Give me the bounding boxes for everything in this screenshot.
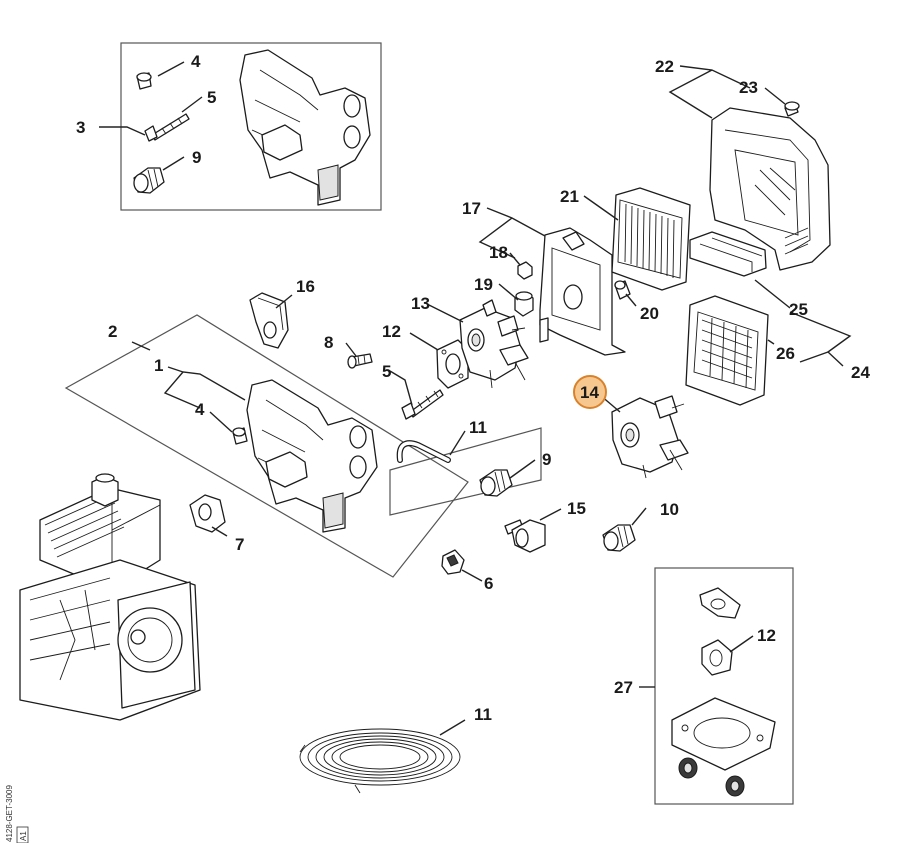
- group-box-11: [389, 427, 542, 516]
- part-5-bolt-box3: [144, 113, 190, 142]
- label-11-coil: 11: [474, 705, 492, 724]
- engine-block: [19, 473, 201, 721]
- label-25: 25: [789, 300, 808, 319]
- label-22: 22: [655, 57, 674, 76]
- part-11-fuel-line: [396, 440, 451, 463]
- part-12-gasket-box27: [701, 639, 733, 676]
- part-3-manifold-housing: [239, 49, 371, 206]
- part-21-air-filter: [611, 187, 691, 291]
- part-18-nut: [517, 261, 533, 280]
- part-5-bolt-middle: [401, 389, 444, 420]
- part-26-air-filter: [685, 295, 769, 406]
- part-27-gasket-top: [699, 587, 741, 619]
- part-9-sleeve-middle: [479, 469, 513, 497]
- highlight-callout-14[interactable]: 14: [573, 375, 607, 409]
- label-12-middle: 12: [382, 322, 401, 341]
- part-22-filter-cover: [709, 107, 831, 271]
- part-15-fitting: [504, 519, 546, 553]
- label-10: 10: [660, 500, 679, 519]
- label-24: 24: [851, 363, 870, 382]
- label-27: 27: [614, 678, 633, 697]
- group-box-27: [654, 567, 794, 805]
- label-1: 1: [154, 356, 163, 375]
- part-7-mount: [189, 494, 226, 533]
- label-12-box27: 12: [757, 626, 776, 645]
- callout-labels: 3 4 5 9 2 1 4 7 16 8 12 13 5 11 9 15 10 …: [76, 52, 870, 724]
- part-9-sleeve-box3: [133, 167, 165, 194]
- label-2: 2: [108, 322, 117, 341]
- label-9-box3: 9: [192, 148, 201, 167]
- label-11-middle: 11: [469, 418, 487, 437]
- part-11-coiled-line: [299, 728, 461, 794]
- part-8-screw: [347, 353, 373, 369]
- part-4-grommet-box2: [232, 427, 248, 445]
- part-14-carburetor: [611, 395, 689, 479]
- part-19-sleeve: [514, 291, 534, 317]
- part-27-seal-right: [725, 775, 745, 797]
- label-23: 23: [739, 78, 758, 97]
- label-9-middle: 9: [542, 450, 551, 469]
- part-1-manifold-housing: [246, 379, 378, 533]
- label-13: 13: [411, 294, 430, 313]
- label-5-middle: 5: [382, 362, 391, 381]
- part-10-sleeve: [602, 524, 636, 552]
- label-3: 3: [76, 118, 85, 137]
- document-variant: A1: [16, 826, 29, 843]
- label-17: 17: [462, 199, 481, 218]
- part-27-seal-left: [678, 757, 698, 779]
- part-4-grommet-box3: [136, 72, 152, 90]
- part-23-screw: [784, 101, 800, 117]
- part-13-carburetor: [459, 299, 529, 389]
- label-4-box3: 4: [191, 52, 201, 71]
- label-6: 6: [484, 574, 493, 593]
- label-8: 8: [324, 333, 333, 352]
- label-4-box2: 4: [195, 400, 205, 419]
- group-box-2: [64, 314, 469, 578]
- part-16-bracket: [249, 292, 289, 349]
- label-16: 16: [296, 277, 315, 296]
- part-25-filter-tray: [689, 231, 767, 277]
- part-27-cylinder-gasket: [671, 697, 776, 771]
- label-26: 26: [776, 344, 795, 363]
- highlight-circle[interactable]: [573, 375, 607, 409]
- label-14[interactable]: 14: [580, 383, 599, 402]
- doc-variant-text: A1: [19, 831, 28, 841]
- label-19: 19: [474, 275, 493, 294]
- label-20: 20: [640, 304, 659, 323]
- leader-lines: [99, 61, 852, 736]
- label-5-box3: 5: [207, 88, 216, 107]
- part-17-base-plate: [539, 227, 626, 356]
- doc-id-text: 4128-GET-3009: [5, 785, 14, 842]
- document-id: 4128-GET-3009: [5, 785, 14, 842]
- label-15: 15: [567, 499, 586, 518]
- label-18: 18: [489, 243, 508, 262]
- label-21: 21: [560, 187, 579, 206]
- part-12-gasket: [436, 339, 469, 389]
- label-7: 7: [235, 535, 244, 554]
- part-6-clip: [441, 549, 465, 575]
